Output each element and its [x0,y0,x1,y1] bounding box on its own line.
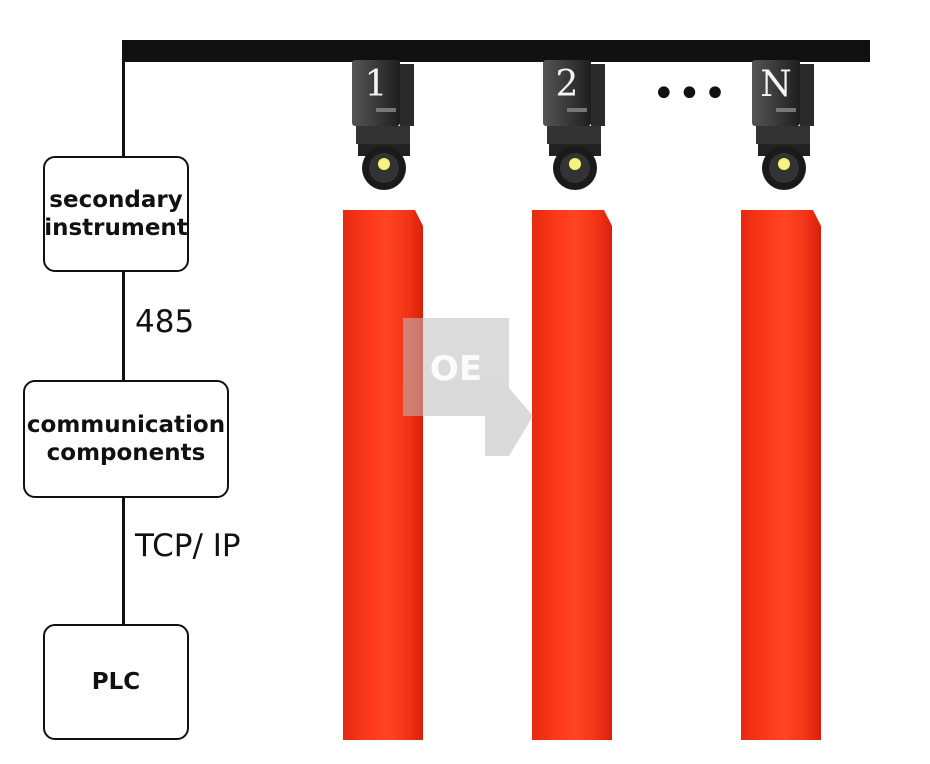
camera-icon [352,60,414,190]
connector-instrument-to-comm [122,270,125,382]
link-label-485: 485 [135,304,195,340]
watermark-text: OE [430,349,482,389]
camera-2: 2 [541,60,611,190]
camera-1: 1 [350,60,420,190]
camera-2-number: 2 [555,64,579,105]
secondary-instrument-label-line1: secondary [49,187,183,213]
mounting-bus-bar [122,40,870,62]
link-label-tcp-ip: TCP/ IP [135,528,241,564]
plc-label: PLC [91,669,141,695]
camera-n: N [750,60,820,190]
communication-components-box: communication components [23,380,229,498]
secondary-instrument-label-line2: instrument [44,215,188,241]
ellipsis-more-cameras: ••• [652,71,729,117]
watermark-logo-icon: OE [403,318,533,456]
communication-components-label-line1: communication [26,412,226,438]
billet-bar-1 [343,210,423,740]
camera-n-number: N [760,64,792,105]
plc-box: PLC [43,624,189,740]
billet-bar-2 [532,210,612,740]
secondary-instrument-box: secondary instrument [43,156,189,272]
connector-bus-to-instrument [122,40,125,158]
communication-components-label-line2: components [46,440,206,466]
camera-icon [543,60,605,190]
billet-bar-n [741,210,821,740]
camera-icon [752,60,814,190]
camera-1-number: 1 [364,64,388,105]
connector-comm-to-plc [122,496,125,626]
